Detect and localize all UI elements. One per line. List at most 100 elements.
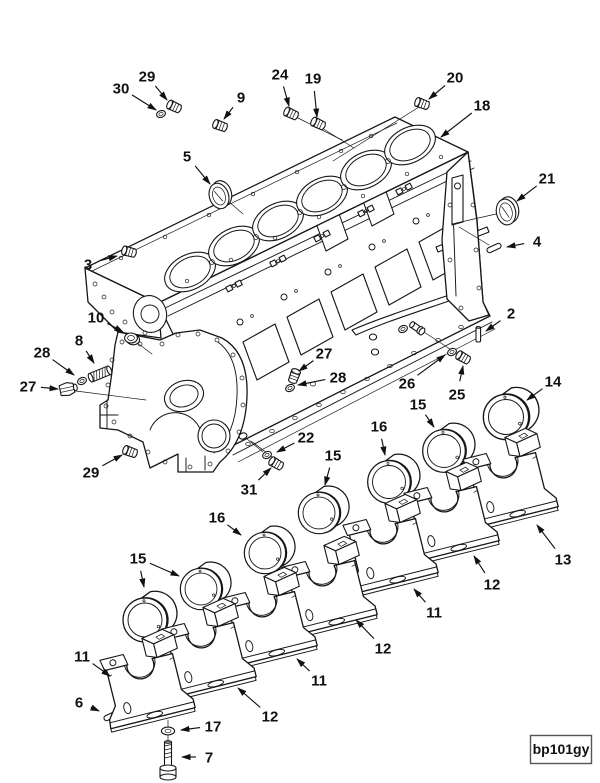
- leader-line: [473, 555, 486, 574]
- callout-16: 16: [209, 510, 242, 536]
- callout-12: 12: [473, 555, 500, 594]
- block-front-face: [84, 267, 168, 339]
- rear-bracket: [451, 174, 464, 226]
- callout-11: 11: [74, 649, 111, 677]
- bolt-fitting: [409, 321, 426, 336]
- callout-number: 5: [183, 149, 191, 166]
- leader-line: [313, 90, 320, 118]
- callout-number: 20: [447, 70, 464, 87]
- callout-number: 11: [74, 649, 90, 666]
- callout-13: 13: [536, 524, 571, 569]
- callout-31: 31: [241, 467, 272, 499]
- callout-number: 27: [20, 379, 37, 396]
- leader-line: [194, 165, 211, 185]
- callout-7: 7: [181, 750, 213, 767]
- callout-3: 3: [84, 255, 118, 274]
- callout-2: 2: [485, 306, 515, 332]
- leader-line: [100, 255, 118, 262]
- housing-bolt-holes: [103, 331, 246, 470]
- callout-8: 8: [75, 333, 95, 364]
- callout-number: 15: [130, 551, 147, 568]
- callout-number: 12: [262, 709, 279, 726]
- callout-12: 12: [355, 619, 391, 658]
- leader-line: [428, 84, 446, 100]
- callout-19: 19: [305, 71, 322, 118]
- plug-10: [124, 332, 141, 346]
- leader-line: [413, 588, 426, 603]
- callout-27: 27: [20, 379, 59, 396]
- cup-plug-21: [493, 194, 522, 228]
- leader-line: [227, 524, 242, 536]
- side-windows: [242, 185, 466, 381]
- callout-number: 24: [272, 67, 289, 84]
- leader-line: [536, 524, 556, 550]
- leader-line: [324, 467, 331, 486]
- callout-number: 17: [205, 719, 222, 736]
- leader-line: [296, 658, 310, 672]
- callout-number: 4: [533, 234, 542, 251]
- callout-22: 22: [276, 430, 315, 453]
- callout-number: 3: [84, 257, 92, 274]
- plug-24: [281, 105, 301, 122]
- leader-line: [526, 388, 543, 401]
- callout-21: 21: [516, 171, 555, 202]
- leader-line: [102, 454, 123, 467]
- pan-rail-holes: [245, 324, 464, 447]
- leader-line: [424, 414, 435, 428]
- callout-12: 12: [237, 687, 279, 726]
- leader-line: [458, 365, 465, 382]
- bearing-sleeve-15b: [297, 485, 350, 535]
- callout-number: 29: [139, 69, 156, 86]
- callout-number: 19: [305, 71, 322, 88]
- leader-line: [297, 378, 326, 387]
- plug-9: [211, 118, 230, 134]
- leader-line: [282, 86, 290, 107]
- leader-line: [107, 322, 124, 333]
- deck-dowel-tabs: [225, 182, 413, 293]
- lower-bore: [197, 419, 231, 453]
- callout-number: 7: [205, 750, 213, 767]
- leader-line: [516, 185, 538, 202]
- callout-20: 20: [428, 70, 464, 100]
- callout-number: 29: [83, 465, 100, 482]
- callout-number: 28: [34, 345, 51, 362]
- callout-25: 25: [449, 365, 465, 404]
- callout-number: 18: [474, 98, 491, 115]
- callout-number: 22: [298, 430, 315, 447]
- leader-line: [298, 360, 314, 372]
- callout-16: 16: [371, 419, 387, 456]
- callout-28: 28: [34, 345, 75, 376]
- callout-6: 6: [75, 695, 100, 712]
- leader-line: [92, 663, 111, 677]
- engine-block: [84, 116, 496, 473]
- leader-line: [40, 385, 59, 392]
- washer-28-left: [75, 375, 89, 387]
- spring-8: [87, 365, 113, 383]
- dowel-pin-4: [485, 241, 503, 255]
- leader-line: [89, 704, 100, 712]
- reference-code: bp101gy: [533, 741, 590, 757]
- callout-18: 18: [440, 98, 491, 138]
- leader-line: [180, 725, 201, 733]
- leader-line: [380, 438, 387, 456]
- callout-number: 16: [209, 510, 226, 527]
- callout-5: 5: [183, 149, 211, 185]
- callout-number: 28: [330, 370, 347, 387]
- callout-28: 28: [297, 370, 347, 387]
- leader-line: [85, 350, 95, 364]
- callout-15: 15: [130, 551, 180, 588]
- camshaft-bore: [132, 295, 168, 333]
- callout-10: 10: [88, 310, 124, 333]
- drain-plug-boss: [238, 432, 248, 440]
- callout-11: 11: [296, 658, 327, 690]
- timing-gear-housing: [99, 329, 248, 473]
- reference-box: bp101gy: [529, 734, 593, 765]
- leader-line: [258, 467, 272, 481]
- leader-line: [237, 687, 261, 708]
- leader-line: [52, 359, 75, 376]
- leader-line: [485, 320, 501, 332]
- callout-number: 26: [399, 376, 416, 393]
